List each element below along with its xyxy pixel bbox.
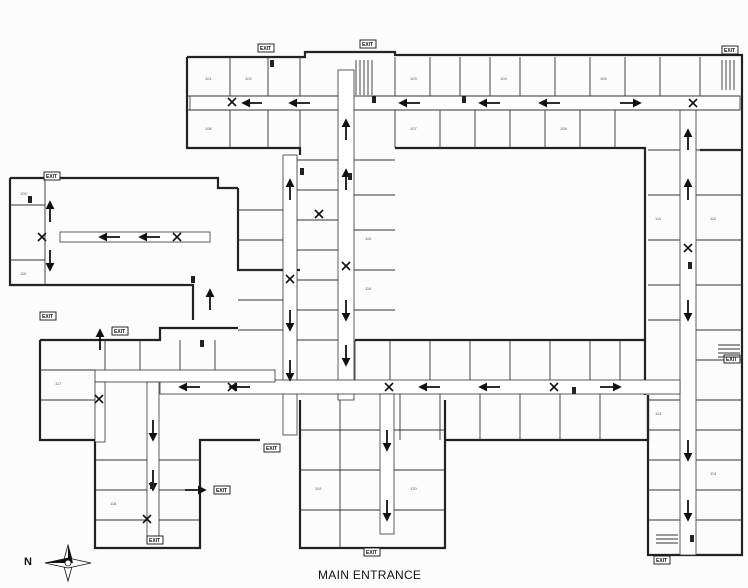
stairs [355,60,740,544]
fire-extinguisher-icon [150,482,154,489]
room-number: 112 [710,216,717,221]
x-marker [227,97,237,107]
fire-extinguisher-icon [300,168,304,175]
x-marker [384,382,394,392]
corridors [59,69,741,556]
x-marker [688,98,698,108]
fire-extinguisher-icon [28,196,32,203]
fire-extinguisher-icon [191,276,195,283]
x-marker [549,382,559,392]
room-number: 108 [560,126,567,131]
room-number: 101 [205,76,212,81]
exit-sign: EXIT [363,547,381,557]
room-number: 103 [410,76,417,81]
svg-text:EXIT: EXIT [366,550,377,556]
room-number: 116 [365,286,372,291]
main-entrance-label: MAIN ENTRANCE [318,568,422,582]
room-number: 107 [410,126,417,131]
room-number: 104 [500,76,507,81]
svg-text:EXIT: EXIT [42,314,53,320]
svg-text:EXIT: EXIT [216,488,227,494]
x-marker [227,382,237,392]
room-number: 117 [55,381,62,386]
exit-sign: EXIT [263,443,281,453]
exit-sign: EXIT [213,485,231,495]
room-number: 118 [110,501,117,506]
svg-text:EXIT: EXIT [362,42,373,48]
x-marker [172,232,182,242]
room-number: 114 [710,471,717,476]
room-number: 113 [655,411,662,416]
rooms [10,57,742,548]
room-number: 115 [365,236,372,241]
x-marker [37,232,47,242]
svg-text:EXIT: EXIT [266,446,277,452]
svg-text:EXIT: EXIT [260,46,271,52]
exit-sign: EXIT [723,354,741,364]
svg-text:EXIT: EXIT [114,329,125,335]
svg-text:EXIT: EXIT [726,357,737,363]
fire-extinguisher-icon [688,262,692,269]
room-labels: 101 102 103 104 105 106 107 108 109 110 … [20,76,717,506]
fire-extinguisher-icon [200,340,204,347]
compass-rose [44,543,92,583]
exit-sign: EXIT [359,39,377,49]
svg-text:EXIT: EXIT [46,174,57,180]
room-number: 105 [600,76,607,81]
exit-signs: EXIT EXIT EXIT EXIT EXIT EXIT EXIT EXIT … [39,39,741,565]
compass-north-label: N [24,556,32,568]
room-number: 119 [315,486,322,491]
exit-sign: EXIT [111,326,129,336]
room-number: 110 [20,271,27,276]
x-marker [341,261,351,271]
x-marker [683,243,693,253]
exit-sign: EXIT [146,535,164,545]
evacuation-arrows [45,98,693,522]
fire-extinguisher-icon [462,96,466,103]
svg-text:EXIT: EXIT [656,558,667,564]
exit-sign: EXIT [653,555,671,565]
x-markers [37,97,698,524]
x-marker [142,514,152,524]
x-marker [94,394,104,404]
room-number: 120 [410,486,417,491]
fire-extinguisher-icon [348,173,352,180]
svg-text:EXIT: EXIT [724,48,735,54]
room-number: 106 [205,126,212,131]
svg-text:EXIT: EXIT [149,538,160,544]
fire-extinguisher-icon [372,96,376,103]
extinguishers [28,60,694,542]
building-outline [8,50,744,557]
exit-sign: EXIT [43,171,61,181]
x-marker [314,209,324,219]
fire-extinguisher-icon [690,535,694,542]
room-number: 109 [20,191,27,196]
room-number: 111 [655,216,662,221]
fire-extinguisher-icon [270,60,274,67]
fire-extinguisher-icon [572,387,576,394]
x-marker [285,274,295,284]
room-number: 102 [245,76,252,81]
exit-sign: EXIT [257,43,275,53]
exit-sign: EXIT [721,45,739,55]
exit-sign: EXIT [39,311,57,321]
